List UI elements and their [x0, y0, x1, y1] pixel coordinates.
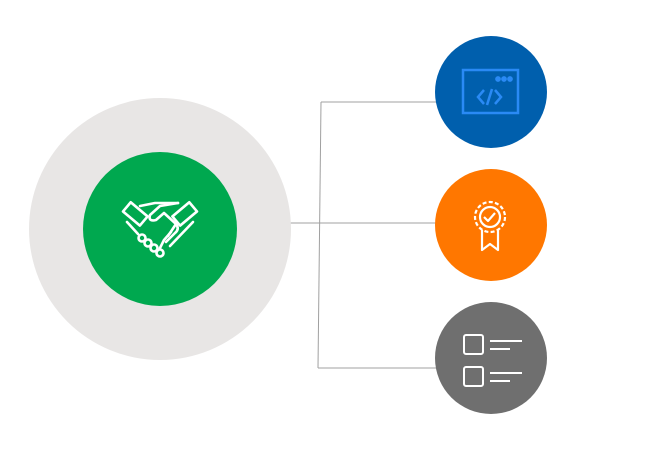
code-window-icon	[461, 68, 520, 115]
hub-circle	[83, 152, 237, 306]
checklist-icon	[463, 334, 522, 387]
handshake-icon	[121, 200, 199, 258]
connector-vertical	[317, 101, 322, 369]
award-ribbon-icon	[473, 200, 507, 252]
node-checklist	[435, 302, 547, 414]
node-certificate	[435, 169, 547, 281]
node-code	[435, 36, 547, 148]
